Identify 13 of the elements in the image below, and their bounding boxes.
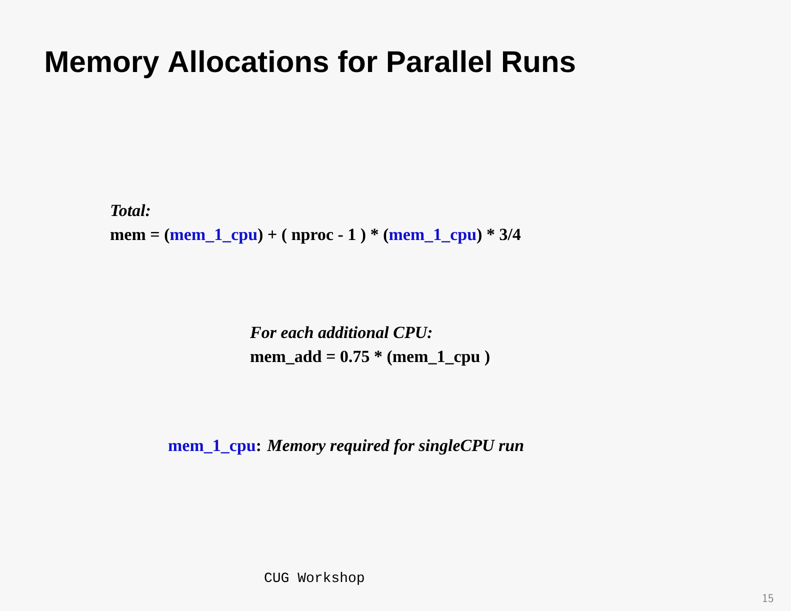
definition-text: : Memory required for singleCPU run	[257, 439, 524, 455]
formula-heading: For each additional CPU:	[250, 326, 432, 338]
formula-text: ) * 3/4	[477, 228, 521, 244]
variable-name: mem_1_cpu	[168, 440, 256, 455]
formula-heading: Total:	[111, 204, 150, 216]
formula-text: mem_add = 0.75 * (mem_1_cpu )	[250, 350, 490, 366]
formula-text: mem = (	[110, 228, 170, 244]
formula-text: ) + ( nproc - 1 ) * (	[258, 228, 388, 244]
variable-name: mem_1_cpu	[389, 228, 476, 244]
variable-name: mem_1_cpu	[170, 228, 258, 244]
page-number: 15	[763, 594, 774, 602]
footer-text: CUG Workshop	[264, 572, 364, 585]
slide-title: Memory Allocations for Parallel Runs	[46, 50, 575, 78]
